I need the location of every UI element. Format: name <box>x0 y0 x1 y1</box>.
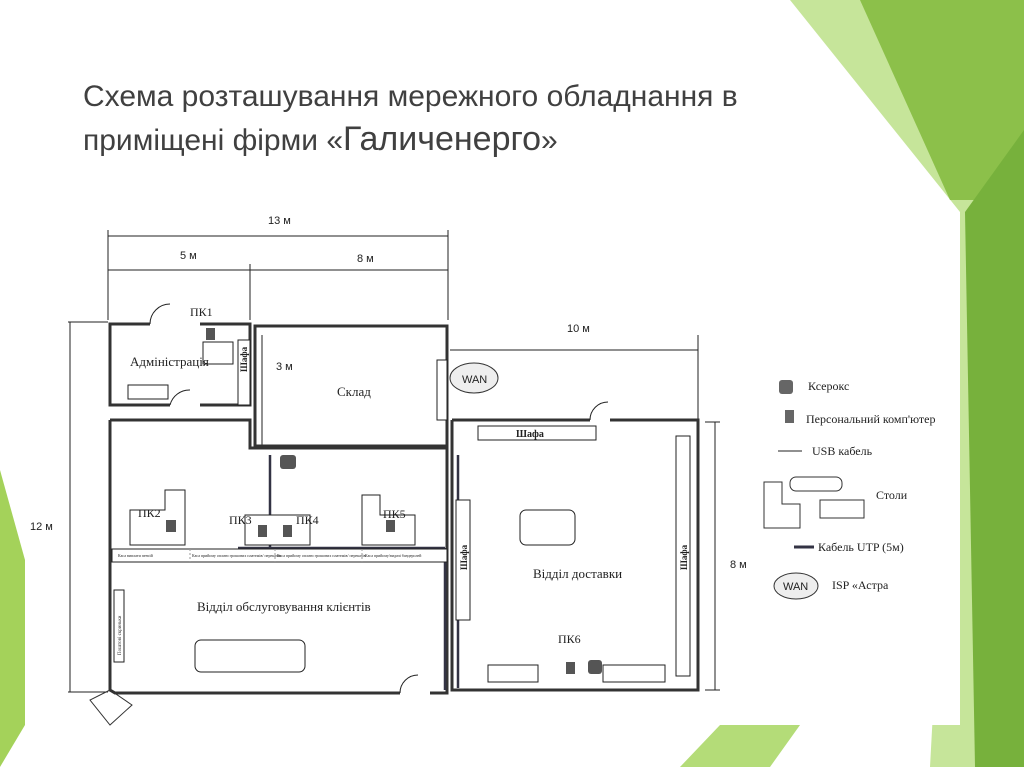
pc-icon <box>166 520 176 532</box>
cabinet-admin <box>237 339 251 406</box>
pc1-label: ПК1 <box>190 305 213 319</box>
pc6-label: ПК6 <box>558 632 581 646</box>
dim-delivery-width: 10 м <box>567 323 590 335</box>
legend-utp: Кабель UTP (5м) <box>818 540 904 554</box>
cabinet-storage <box>436 359 448 421</box>
counter-2-label: Каса прийому оплати грошових платежів/ п… <box>192 553 281 558</box>
wan-cloud-icon <box>449 362 499 394</box>
dim-left-width: 5 м <box>180 250 197 262</box>
wan-label: WAN <box>462 374 487 386</box>
slide-title: Схема розташування мережного обладнання … <box>83 76 803 162</box>
title-brand: Галиченерго <box>343 120 542 158</box>
cabinet-label: Шафа <box>239 346 249 372</box>
xerox-icon <box>779 380 793 394</box>
entrance <box>89 689 133 726</box>
dim-store-height: 3 м <box>276 361 293 373</box>
legend-usb: USB кабель <box>812 444 873 458</box>
legend-wan-label: WAN <box>783 581 808 593</box>
pc-icon <box>785 410 794 423</box>
pc-icon <box>283 525 292 537</box>
room-delivery: Відділ доставки <box>533 566 622 581</box>
pc-icon <box>566 662 575 674</box>
dim-total-width: 13 м <box>268 215 291 227</box>
plan-panel <box>25 212 960 725</box>
cabinet-delivery-top <box>477 425 597 441</box>
wan-cloud-icon <box>773 572 819 600</box>
xerox-icon <box>588 660 602 674</box>
counter-1-label: Каса виплати пенсій <box>118 553 154 558</box>
dim-right-width: 8 м <box>357 253 374 265</box>
table-corner-icon <box>763 481 801 529</box>
title-prefix: приміщені фірми « <box>83 124 344 157</box>
title-line-2: приміщені фірми «Галиченерго» <box>83 118 803 162</box>
legend-tables: Столи <box>876 488 908 502</box>
table-meeting-icon <box>789 476 843 492</box>
cabinet-label: Шафа <box>459 544 469 570</box>
room-storage: Склад <box>337 384 371 399</box>
green-shape-right <box>965 130 1024 767</box>
legend-isp: ISP «Астра <box>832 578 889 592</box>
green-shape-top <box>860 0 1024 200</box>
legend-xerox: Ксерокс <box>808 379 849 393</box>
room-clients: Відділ обслуговування клієнтів <box>197 599 371 614</box>
cabinet-delivery-left <box>455 499 471 621</box>
green-shape-bottom <box>680 725 800 767</box>
pc-icon <box>258 525 267 537</box>
mailboxes <box>113 589 125 663</box>
pc5-label: ПК5 <box>383 507 406 521</box>
counter-3-label: Каса прийому оплати грошових платежів/ п… <box>277 553 366 558</box>
pc-icon <box>206 328 215 340</box>
room-admin: Адміністрація <box>130 354 209 369</box>
cabinet-delivery-right <box>675 435 691 677</box>
pc2-label: ПК2 <box>138 506 161 520</box>
dim-delivery-height: 8 м <box>730 559 747 571</box>
counter-4-label: Каса прийому/видачі бандеролей <box>365 553 422 558</box>
table-icon <box>819 499 865 519</box>
cabinet-label: Шафа <box>679 544 689 570</box>
mailboxes-label: Поштові скриньки <box>118 615 123 655</box>
cabinet-label: Шафа <box>516 429 544 440</box>
dim-height: 12 м <box>30 521 53 533</box>
title-suffix: » <box>541 124 558 157</box>
legend: Ксерокс Персональний комп'ютер USB кабел… <box>763 379 935 600</box>
pc4-label: ПК4 <box>296 513 319 527</box>
green-shape-left <box>0 470 25 767</box>
pc3-label: ПК3 <box>229 513 252 527</box>
title-line-1: Схема розташування мережного обладнання … <box>83 80 738 113</box>
legend-pc: Персональний комп'ютер <box>806 412 935 426</box>
xerox-icon <box>280 455 296 469</box>
pc-icon <box>386 520 395 532</box>
